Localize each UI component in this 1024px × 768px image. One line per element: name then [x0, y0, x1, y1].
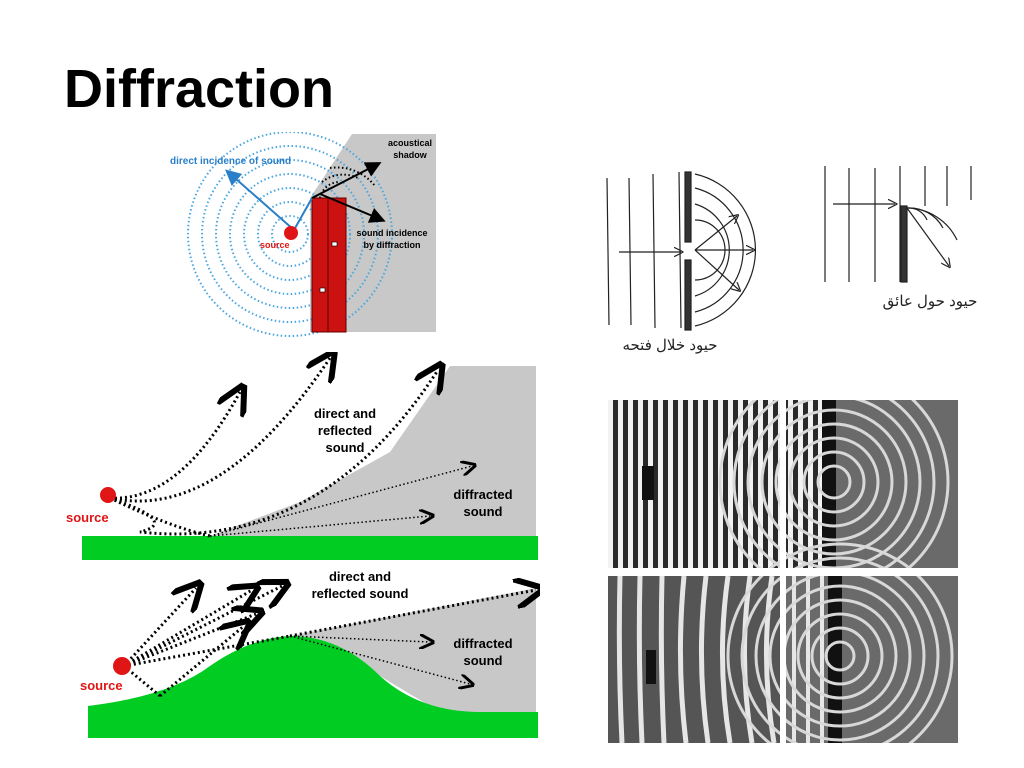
- hill-ground: [88, 636, 538, 738]
- label-diffraction-1: sound incidence: [356, 228, 427, 238]
- flat-shadow-region: [210, 366, 536, 536]
- slide-title: Diffraction: [64, 59, 334, 119]
- flat-label-diffracted-2: sound: [464, 504, 503, 519]
- hill-label-direct-1: direct and: [329, 569, 391, 584]
- flat-label-source: source: [66, 510, 109, 525]
- photo-bottom-left: [608, 575, 780, 743]
- hill-source-dot: [113, 657, 131, 675]
- diffracted-wavefronts: [319, 166, 376, 199]
- label-direct-incidence: direct incidence of sound: [170, 156, 291, 167]
- hill-ground-diagram: direct and reflected sound diffracted so…: [80, 569, 540, 738]
- hill-label-source: source: [80, 678, 123, 693]
- flat-label-direct-1: direct and: [314, 406, 376, 421]
- flat-ground-diagram: direct and reflected sound diffracted so…: [66, 352, 538, 560]
- flat-source-dot: [100, 487, 116, 503]
- flat-ground: [82, 536, 538, 560]
- flat-label-direct-3: sound: [326, 440, 365, 455]
- hill-label-diffracted-1: diffracted: [453, 636, 512, 651]
- sketch-caption-right: حيود حول عائق: [883, 293, 978, 310]
- sketch-left: [606, 171, 756, 331]
- flat-diffracted-paths: [209, 466, 472, 537]
- photo-top-right: [718, 400, 958, 598]
- sketch-caption-left: حيود خلال فتحه: [622, 337, 717, 354]
- wall-diffraction-diagram: direct incidence of sound acoustical sha…: [170, 132, 436, 337]
- flat-label-diffracted-1: diffracted: [453, 487, 512, 502]
- hill-label-diffracted-2: sound: [464, 653, 503, 668]
- ripple-tank-photos: [608, 400, 958, 743]
- flat-label-direct-2: reflected: [318, 423, 372, 438]
- label-shadow-1: acoustical: [388, 138, 432, 148]
- hill-label-direct-2: reflected sound: [312, 586, 409, 601]
- hill-sound-paths: [122, 586, 536, 698]
- hill-diffracted-paths: [289, 636, 470, 684]
- source-dot: [284, 226, 298, 240]
- photo-bottom-right: [726, 542, 958, 743]
- label-source: source: [260, 240, 290, 250]
- sketch-diagram: حيود خلال فتحه حيود حول عائق: [606, 166, 978, 354]
- label-diffraction-2: by diffraction: [363, 240, 420, 250]
- label-shadow-2: shadow: [393, 150, 428, 160]
- wall: [311, 197, 347, 333]
- flat-sound-paths: [109, 358, 438, 538]
- sketch-right: [824, 166, 972, 283]
